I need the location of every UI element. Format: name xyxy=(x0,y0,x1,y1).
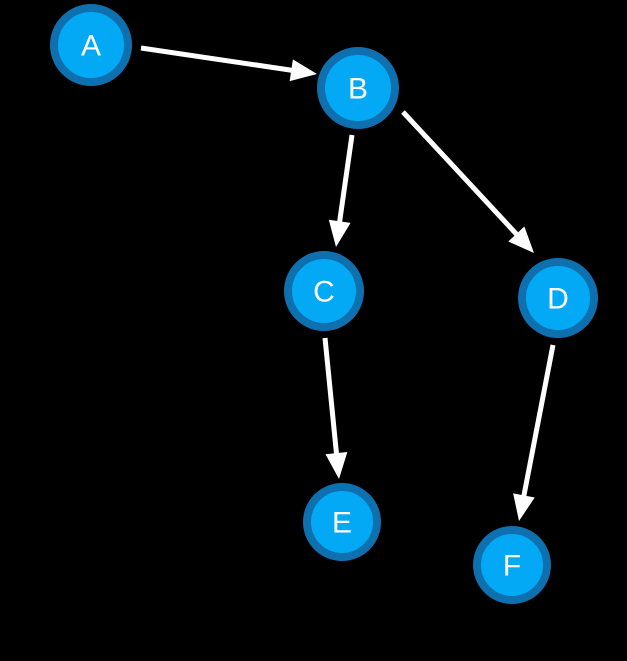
edge-a-b xyxy=(140,45,317,82)
edge-b-d xyxy=(401,110,534,253)
node-b[interactable]: B xyxy=(317,47,399,129)
edge-line-b-d xyxy=(401,110,520,238)
node-d[interactable]: D xyxy=(518,258,598,338)
node-circle-a[interactable] xyxy=(50,4,132,86)
edge-c-e xyxy=(322,337,348,479)
node-circle-d[interactable] xyxy=(518,258,598,338)
arrowhead-a-b xyxy=(289,59,317,82)
edge-line-b-c xyxy=(336,134,355,224)
arrowhead-b-c xyxy=(328,219,351,247)
node-f[interactable]: F xyxy=(473,526,551,604)
node-circle-b[interactable] xyxy=(317,47,399,129)
node-circle-f[interactable] xyxy=(473,526,551,604)
node-layer: A B C D E F xyxy=(50,4,598,604)
edge-d-f xyxy=(513,344,556,521)
node-circle-c[interactable] xyxy=(284,251,364,331)
arrowhead-c-e xyxy=(325,452,348,479)
node-c[interactable]: C xyxy=(284,251,364,331)
edge-line-c-e xyxy=(322,337,340,456)
node-a[interactable]: A xyxy=(50,4,132,86)
edge-line-a-b xyxy=(140,45,294,73)
node-circle-e[interactable] xyxy=(303,483,381,561)
node-e[interactable]: E xyxy=(303,483,381,561)
edge-line-d-f xyxy=(521,344,556,498)
edge-layer xyxy=(140,45,556,521)
arrowhead-b-d xyxy=(508,226,534,253)
arrowhead-d-f xyxy=(513,493,535,521)
edge-b-c xyxy=(328,134,355,247)
